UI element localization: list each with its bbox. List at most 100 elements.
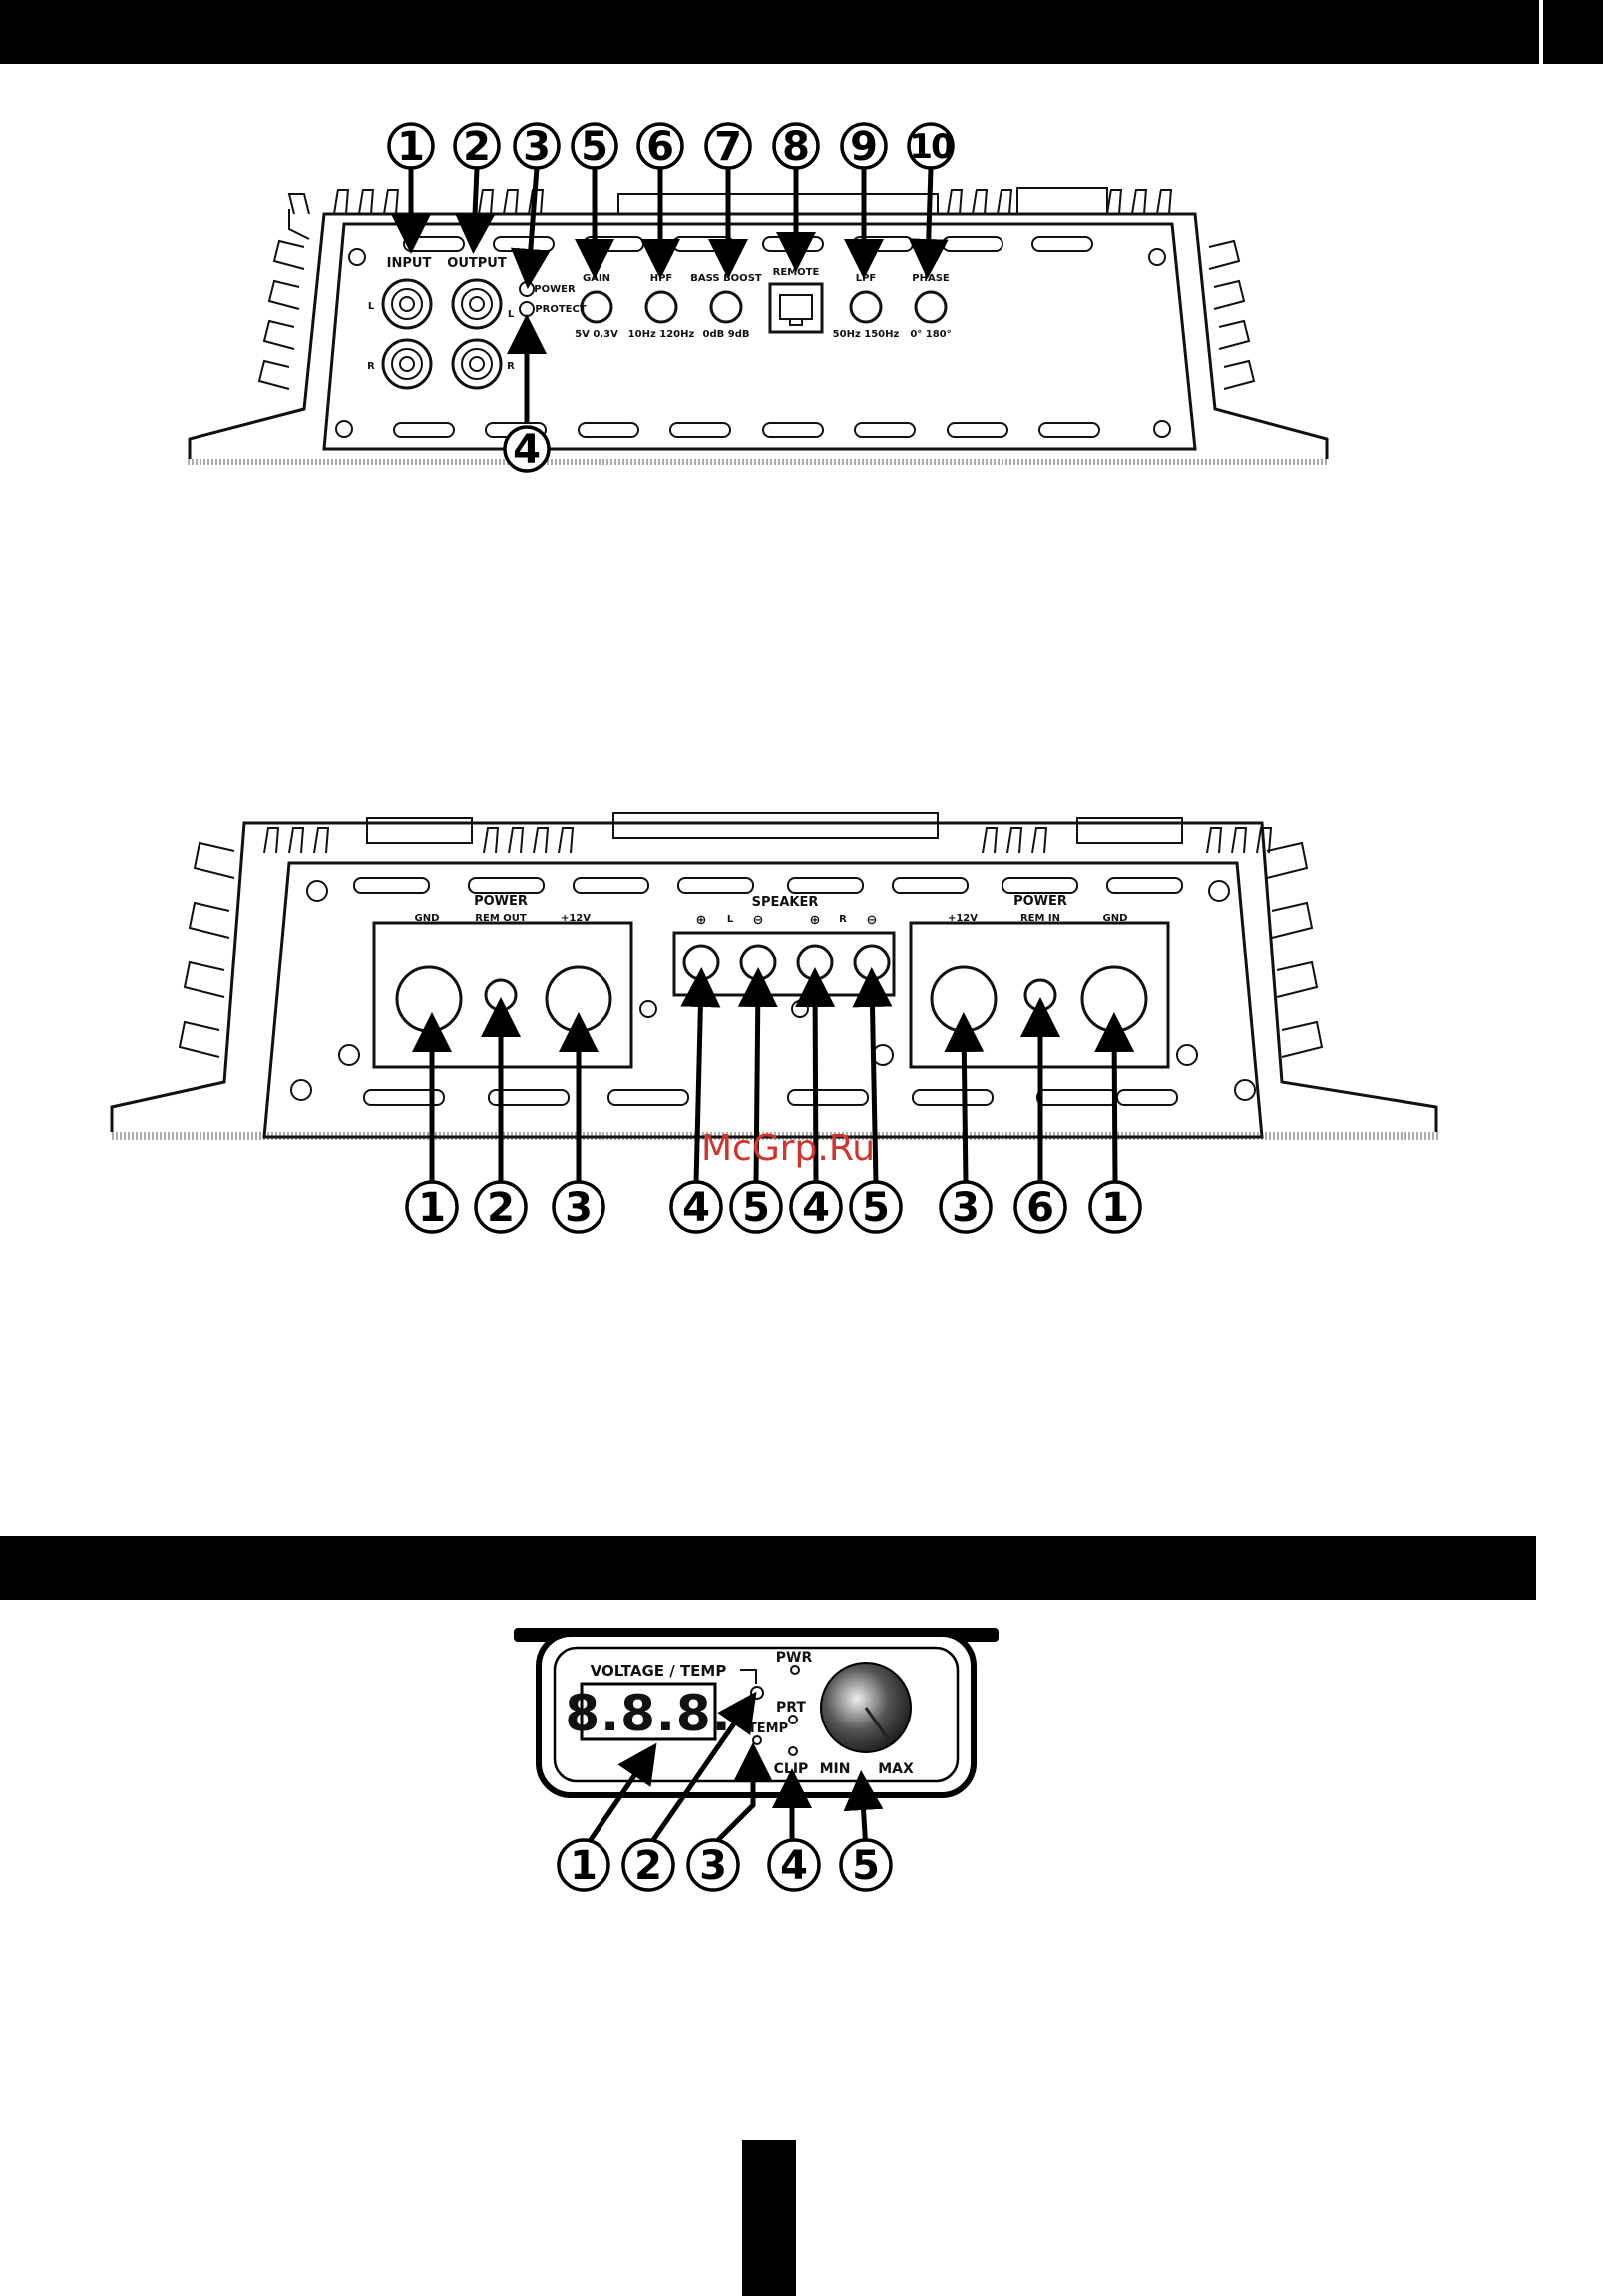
speaker-plus-l: ⊕	[696, 913, 707, 928]
rem-in-terminal	[1025, 980, 1055, 1010]
callout-rear-4a: 4	[682, 1185, 710, 1231]
voltage-temp-label: VOLTAGE / TEMP	[591, 1662, 727, 1680]
remote-callouts: 1 2 3 4 5	[559, 1840, 891, 1890]
callout-rear-3a: 3	[565, 1185, 593, 1231]
callout-top-9: 9	[850, 124, 878, 170]
callout-top-4: 4	[513, 427, 541, 473]
lpf-label: LPF	[856, 273, 877, 284]
gnd-left-label: GND	[415, 913, 440, 924]
max-label: MAX	[878, 1761, 914, 1777]
callout-rear-5a: 5	[742, 1185, 770, 1231]
protect-label: PROTECT	[535, 304, 587, 315]
callout-remote-1: 1	[570, 1843, 598, 1889]
rear-fins-right	[1267, 843, 1322, 1057]
rem-out-label: REM OUT	[475, 913, 527, 924]
rear-panel-diagram: GND POWER REM OUT +12V SPEAKER ⊕ L ⊖ ⊕ R…	[110, 813, 1438, 1232]
input-r-label: R	[367, 361, 375, 372]
v12-right-terminal	[932, 967, 996, 1031]
speaker-plus-r: ⊕	[810, 913, 821, 928]
power-label: POWER	[534, 284, 576, 295]
speaker-minus-l: ⊖	[753, 913, 764, 928]
rem-in-label: REM IN	[1020, 913, 1060, 924]
front-fins-left	[259, 194, 309, 389]
bass-range-label: 0dB 9dB	[703, 329, 750, 340]
front-heatsink-outline	[190, 214, 1327, 459]
callout-rear-1b: 1	[1101, 1185, 1129, 1231]
callout-rear-5b: 5	[862, 1185, 890, 1231]
speaker-terminals	[684, 946, 889, 979]
speaker-r-label: R	[839, 914, 847, 925]
v12-left-label: +12V	[561, 913, 591, 924]
remote-label: REMOTE	[773, 267, 820, 278]
callout-rear-6: 6	[1026, 1185, 1054, 1231]
callout-top-3: 3	[523, 124, 551, 170]
rca-jacks	[383, 280, 501, 388]
speaker-minus-r: ⊖	[867, 913, 878, 928]
callout-remote-5: 5	[852, 1843, 880, 1889]
front-slots-bottom	[394, 423, 1099, 437]
callout-top-8: 8	[782, 124, 810, 170]
rear-top-teeth	[264, 813, 1271, 853]
callout-top-1: 1	[397, 124, 425, 170]
output-l-label: L	[508, 309, 515, 320]
power-right-label: POWER	[1013, 894, 1067, 909]
phase-range-label: 0° 180°	[910, 329, 951, 340]
callout-remote-4: 4	[780, 1843, 808, 1889]
watermark-text: McGrp.Ru	[701, 1128, 875, 1169]
output-r-label: R	[507, 361, 515, 372]
clip-label: CLIP	[774, 1761, 809, 1777]
remote-control-diagram: VOLTAGE / TEMP 8.8.8. PWR PRT TEMP CLIP …	[514, 1628, 999, 1890]
callout-remote-3: 3	[699, 1843, 727, 1889]
callout-top-7: 7	[714, 124, 742, 170]
front-base-hatch	[188, 459, 1329, 465]
lpf-range-label: 50Hz 150Hz	[833, 329, 900, 340]
protect-led-icon	[520, 302, 534, 316]
speaker-terminal-block	[674, 933, 894, 995]
led-display-digits: 8.8.8.	[565, 1685, 731, 1742]
v12-right-label: +12V	[948, 913, 978, 924]
pwr-label: PWR	[776, 1650, 813, 1666]
gain-label: GAIN	[583, 273, 610, 284]
hpf-label: HPF	[650, 273, 673, 284]
front-knobs	[582, 292, 946, 322]
speaker-l-label: L	[727, 914, 734, 925]
power-left-label: POWER	[474, 894, 528, 909]
input-label: INPUT	[387, 256, 432, 271]
front-top-teeth	[334, 188, 1171, 214]
output-label: OUTPUT	[447, 256, 507, 271]
callout-rear-1a: 1	[418, 1185, 446, 1231]
lpf-knob	[851, 292, 881, 322]
prt-label: PRT	[776, 1700, 806, 1716]
callout-top-6: 6	[646, 124, 674, 170]
hpf-knob	[646, 292, 676, 322]
power-terminals-left	[397, 967, 610, 1031]
power-led-icon	[520, 282, 534, 296]
rear-fins-left	[180, 843, 234, 1057]
phase-knob	[916, 292, 946, 322]
callout-remote-2: 2	[634, 1843, 662, 1889]
phase-label: PHASE	[912, 273, 950, 284]
bass-boost-label: BASS BOOST	[690, 273, 762, 284]
temp-label: TEMP	[748, 1722, 788, 1736]
gnd-right-terminal	[1082, 967, 1146, 1031]
callout-rear-2: 2	[487, 1185, 515, 1231]
input-l-label: L	[368, 301, 375, 312]
front-slots-top	[404, 237, 1092, 251]
callout-top-2: 2	[463, 124, 491, 170]
gnd-left-terminal	[397, 967, 461, 1031]
v12-left-terminal	[547, 967, 610, 1031]
min-label: MIN	[820, 1761, 851, 1777]
callout-rear-4b: 4	[802, 1185, 830, 1231]
callout-top-10: 10	[909, 127, 954, 167]
callout-rear-3b: 3	[952, 1185, 980, 1231]
front-fins-right	[1209, 241, 1254, 389]
speaker-label: SPEAKER	[752, 895, 819, 910]
gnd-right-label: GND	[1103, 913, 1128, 924]
bass-boost-knob	[711, 292, 741, 322]
front-panel-diagram: INPUT OUTPUT POWER PROTECT L R L R GAIN …	[188, 124, 1329, 473]
rear-callouts: 1 2 3 4 5 4 5 3 6 1	[407, 1182, 1140, 1232]
hpf-range-label: 10Hz 120Hz	[628, 329, 695, 340]
gain-range-label: 5V 0.3V	[575, 329, 618, 340]
callout-top-5: 5	[581, 124, 608, 170]
